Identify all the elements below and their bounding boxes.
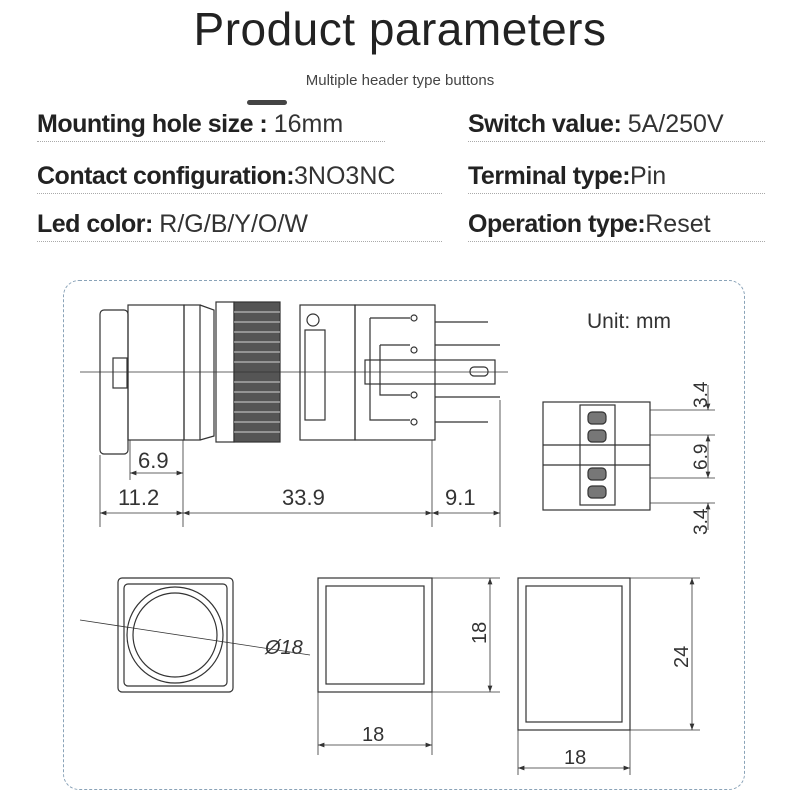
dim-label: 11.2 — [118, 485, 159, 510]
spec-value: 5A/250V — [627, 110, 724, 138]
spec-label: Terminal type: — [468, 162, 631, 190]
spec-switch-value: Switch value: 5A/250V — [468, 110, 765, 142]
dim-label: 18 — [564, 747, 586, 769]
dim-label: 6.9 — [691, 444, 712, 470]
dim-label: 3.4 — [691, 508, 712, 535]
spec-label: Mounting hole size : — [37, 110, 274, 138]
page-subtitle: Multiple header type buttons — [305, 72, 495, 89]
square-front-view — [317, 577, 500, 755]
dim-label: 33.9 — [282, 485, 325, 510]
rect-front-view — [517, 577, 700, 775]
spec-led-color: Led color: R/G/B/Y/O/W — [37, 210, 442, 242]
drawing-frame — [63, 280, 745, 790]
spec-value: R/G/B/Y/O/W — [159, 210, 308, 238]
spec-label: Switch value: — [468, 110, 628, 138]
title-divider — [247, 100, 287, 105]
spec-value: Reset — [645, 210, 711, 238]
dim-label: 18 — [469, 622, 491, 644]
spec-label: Contact configuration: — [37, 162, 295, 190]
dim-label: 24 — [671, 646, 693, 668]
spec-label: Led color: — [37, 210, 160, 238]
spec-value: 3NO3NC — [294, 162, 396, 190]
round-front-view — [79, 577, 311, 693]
spec-label: Operation type: — [468, 210, 646, 238]
spec-value: 16mm — [273, 110, 344, 138]
dim-label: 3.4 — [691, 381, 712, 408]
spec-mounting-hole: Mounting hole size : 16mm — [37, 110, 385, 142]
side-view — [80, 301, 508, 455]
dim-label: 9.1 — [445, 485, 476, 510]
dim-label: 6.9 — [138, 448, 169, 473]
spec-contact-config: Contact configuration:3NO3NC — [37, 162, 442, 194]
end-view — [542, 401, 651, 511]
dim-label: 18 — [362, 724, 384, 746]
page-title: Product parameters — [193, 3, 607, 55]
unit-label: Unit: mm — [587, 310, 671, 333]
dim-label: Ø18 — [264, 637, 303, 659]
spec-terminal-type: Terminal type:Pin — [468, 162, 765, 194]
spec-operation-type: Operation type:Reset — [468, 210, 765, 242]
spec-value: Pin — [630, 162, 667, 190]
